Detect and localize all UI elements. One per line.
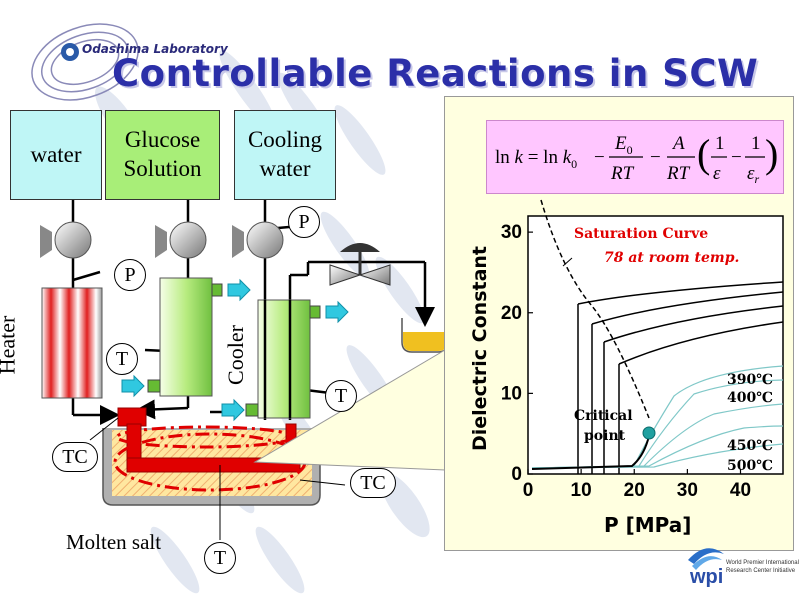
thermocouple-tc1: TC bbox=[52, 442, 98, 472]
pump-water bbox=[40, 221, 92, 259]
pump-glucose bbox=[155, 221, 207, 259]
svg-text:ln k = ln k0: ln k = ln k0 bbox=[495, 147, 577, 171]
beaker bbox=[401, 318, 449, 353]
saturation-curve bbox=[540, 199, 650, 419]
molten-salt-label: Molten salt bbox=[66, 530, 162, 554]
svg-text:1: 1 bbox=[751, 133, 761, 154]
lab-logo bbox=[31, 23, 139, 101]
temperature-t1: T bbox=[106, 343, 138, 375]
x-tick-label: 20 bbox=[624, 480, 645, 501]
wpi-logo-icon bbox=[688, 548, 724, 570]
wpi-line-1: World Premier International bbox=[726, 560, 799, 566]
glucose-label-2: Solution bbox=[123, 156, 202, 181]
chart-x-axis-label: P [MPa] bbox=[604, 513, 691, 537]
temp-label-450: 450℃ bbox=[727, 438, 773, 454]
temp-label-500: 500℃ bbox=[727, 458, 773, 474]
x-tick-label: 10 bbox=[571, 480, 592, 501]
rate-equation: ln k = ln k0 − E0 RT − A RT ( 1 ε − 1 εr… bbox=[486, 120, 784, 194]
wpi-line-2: Research Center Initiative bbox=[726, 568, 796, 574]
cooling-water-box: Cooling water bbox=[234, 110, 336, 200]
saturation-curve-label-1: Saturation Curve bbox=[574, 226, 708, 242]
svg-text:ε: ε bbox=[713, 163, 721, 184]
supercritical-curve-3 bbox=[603, 305, 784, 343]
pressure-gauge-p2: P bbox=[288, 206, 320, 238]
logo-gear-icon bbox=[61, 43, 79, 61]
pressure-gauge-p1: P bbox=[114, 259, 146, 291]
supercritical-curve-4 bbox=[618, 321, 784, 365]
y-tick-label: 30 bbox=[501, 222, 522, 243]
heater-cylinder bbox=[41, 287, 103, 399]
cooling-label-1: Cooling bbox=[247, 127, 323, 153]
heater-label: Heater bbox=[0, 315, 20, 375]
critical-point-marker bbox=[642, 426, 656, 440]
glucose-column bbox=[159, 277, 213, 397]
svg-text:RT: RT bbox=[610, 163, 635, 184]
supercritical-curve-1 bbox=[577, 281, 784, 305]
saturation-curve-label-2: 78 at room temp. bbox=[604, 250, 739, 266]
svg-text:A: A bbox=[671, 133, 685, 154]
wpi-logo-text: wpi bbox=[690, 566, 724, 588]
pump-cooling bbox=[232, 221, 284, 259]
slide-title: Controllable Reactions in SCW bbox=[112, 52, 759, 95]
temp-label-400: 400℃ bbox=[727, 390, 773, 406]
temp-label-390: 390℃ bbox=[727, 372, 773, 388]
water-label: water bbox=[30, 141, 82, 167]
svg-text:−: − bbox=[594, 147, 605, 168]
svg-text:(: ( bbox=[697, 131, 710, 176]
critical-point-label-1: Critical bbox=[574, 408, 633, 424]
glucose-source-box: Glucose Solution bbox=[105, 110, 220, 200]
supercritical-curve-2 bbox=[591, 291, 784, 325]
cooler-label: Cooler bbox=[222, 325, 248, 385]
lab-logo-text: Odashima Laboratory bbox=[82, 42, 228, 56]
cooling-label-2: water bbox=[259, 156, 311, 181]
svg-text:): ) bbox=[765, 131, 778, 176]
dielectric-chart: 0 10 20 30 40 0 10 20 30 Saturation Curve 78 at … bbox=[469, 199, 784, 537]
thermocouple-tc2: TC bbox=[350, 468, 396, 498]
svg-text:−: − bbox=[731, 147, 742, 168]
water-source-box: water bbox=[10, 110, 102, 200]
svg-text:−: − bbox=[650, 147, 661, 168]
svg-text:RT: RT bbox=[666, 163, 691, 184]
x-tick-label: 30 bbox=[677, 480, 698, 501]
temperature-t3: T bbox=[204, 542, 236, 574]
x-tick-label: 40 bbox=[730, 480, 751, 501]
y-tick-label: 0 bbox=[511, 464, 522, 485]
glucose-label-1: Glucose bbox=[124, 127, 201, 153]
chart-y-axis-label: Dielectric Constant bbox=[469, 246, 491, 451]
valve-icon bbox=[329, 243, 391, 286]
x-tick-label: 0 bbox=[523, 480, 534, 501]
y-tick-label: 20 bbox=[501, 303, 522, 324]
rate-equation-formula: ln k = ln k0 − E0 RT − A RT ( 1 ε − 1 εr… bbox=[495, 131, 778, 186]
critical-point-label-2: point bbox=[584, 428, 626, 444]
cooler-column bbox=[257, 299, 311, 419]
temperature-t2: T bbox=[325, 380, 357, 412]
y-tick-label: 10 bbox=[501, 383, 522, 404]
svg-text:1: 1 bbox=[715, 133, 725, 154]
